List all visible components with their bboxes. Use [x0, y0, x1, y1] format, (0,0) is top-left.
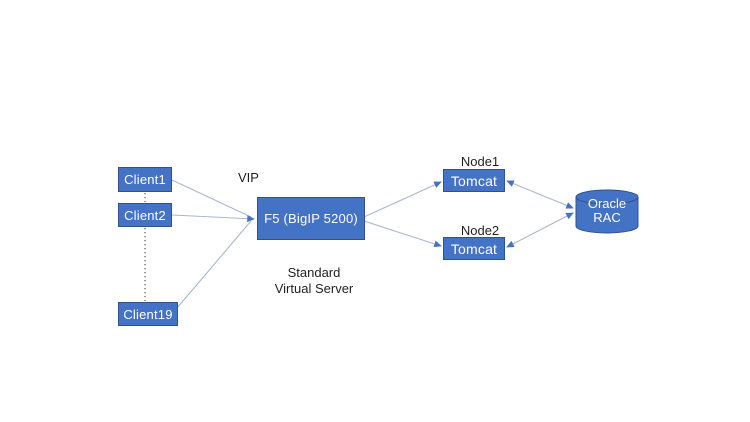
client2-node: Client2 [118, 203, 172, 227]
connector-node1-oracle [506, 180, 574, 209]
client1-node: Client1 [118, 167, 172, 192]
node2-tomcat-node: Tomcat [443, 237, 505, 260]
connector-client1-f5 [171, 179, 252, 218]
connector-client19-f5 [176, 220, 252, 309]
database-cylinder-icon [575, 189, 639, 234]
oracle-rac-label: Oracle RAC [575, 197, 639, 225]
caption-line2: Virtual Server [274, 281, 354, 296]
oracle-label-line2: RAC [593, 210, 621, 225]
client2-label: Client2 [124, 207, 166, 223]
node2-title: Node2 [460, 223, 500, 238]
client19-label: Client19 [123, 306, 173, 322]
node2-tomcat-label: Tomcat [450, 240, 498, 257]
oracle-label-line1: Oracle [587, 196, 627, 211]
node1-tomcat-node: Tomcat [443, 169, 505, 192]
connector-node2-oracle [506, 212, 574, 248]
f5-load-balancer-node: F5 (BigIP 5200) [257, 197, 365, 240]
virtual-server-caption: Standard Virtual Server [268, 265, 360, 297]
oracle-rac-database-node: Oracle RAC [575, 189, 639, 234]
connector-f5-node1 [363, 181, 442, 218]
connector-client2-f5 [171, 214, 255, 223]
caption-line1: Standard [287, 265, 341, 280]
node1-title: Node1 [460, 154, 500, 169]
f5-label: F5 (BigIP 5200) [264, 211, 358, 226]
vip-label: VIP [238, 170, 259, 185]
client19-node: Client19 [118, 302, 178, 326]
client1-label: Client1 [124, 172, 166, 187]
connector-f5-node2 [363, 220, 442, 248]
node1-tomcat-label: Tomcat [450, 172, 498, 189]
